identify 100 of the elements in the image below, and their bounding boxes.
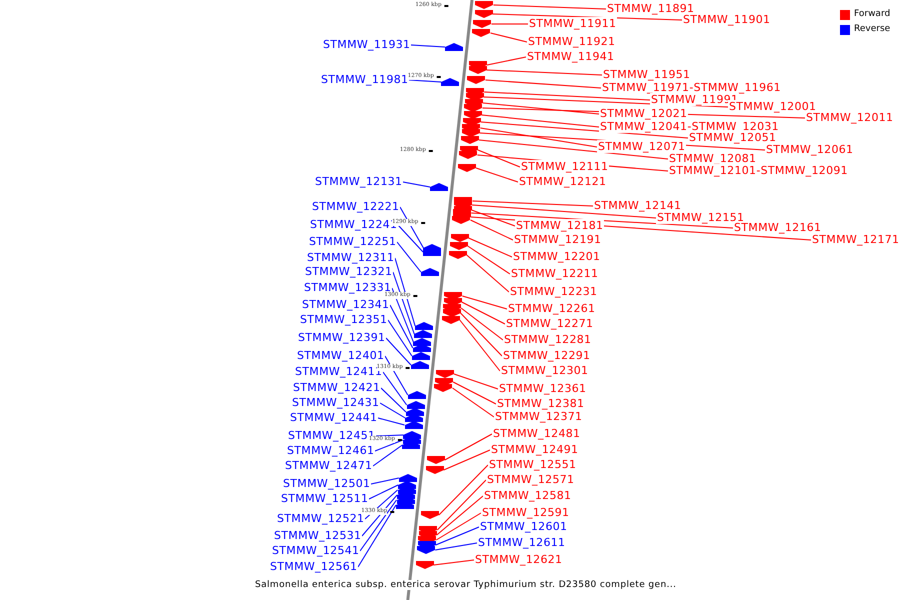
leader-line — [492, 14, 682, 20]
gene-label: STMMW_12551 — [488, 458, 578, 471]
leader-line — [472, 200, 594, 206]
leader-line — [410, 44, 446, 48]
leader-line — [435, 526, 480, 546]
leader-line — [461, 302, 506, 324]
leader-line — [400, 206, 424, 248]
gene-block — [450, 234, 469, 242]
gene-block — [474, 10, 492, 18]
gene-block — [396, 501, 414, 509]
gene-label: STMMW_12041-STMMW_12031 — [599, 120, 780, 133]
gene-label: STMMW_12511 — [280, 492, 370, 505]
gene-label: STMMW_12211 — [510, 267, 600, 280]
gene-label: STMMW_11981 — [320, 73, 410, 86]
gene-label: STMMW_11901 — [682, 13, 772, 26]
gene-label: STMMW_12611 — [477, 536, 566, 549]
gene-block — [475, 1, 494, 9]
gene-label: STMMW_12601 — [479, 520, 568, 533]
leader-line — [484, 80, 602, 88]
gene-label: STMMW_12141 — [593, 199, 682, 212]
gene-block — [444, 292, 462, 300]
gene-block — [412, 352, 430, 360]
leader-line — [459, 320, 500, 372]
leader-line — [467, 246, 510, 274]
leader-line — [460, 308, 504, 340]
leader-line — [434, 542, 478, 550]
gene-block — [416, 561, 434, 569]
gene-block — [472, 29, 490, 37]
leader-line — [388, 320, 412, 356]
gene-label: STMMW_12261 — [507, 302, 596, 315]
gene-block — [434, 384, 452, 392]
gene-label: STMMW_12581 — [483, 489, 572, 502]
gene-block — [441, 78, 460, 86]
leader-line — [378, 418, 406, 426]
gene-block — [415, 322, 434, 330]
gene-label: STMMW_11951 — [602, 68, 692, 81]
leader-line — [470, 220, 514, 240]
gene-label: STMMW_12351 — [299, 313, 388, 326]
gene-label: STMMW_12171 — [811, 233, 900, 246]
leader-line — [376, 434, 404, 436]
gene-block — [442, 316, 460, 324]
gene-block — [468, 66, 486, 74]
gene-block — [406, 408, 424, 416]
gene-label: STMMW_12181 — [515, 219, 604, 232]
gene-label: STMMW_12151 — [656, 211, 746, 224]
gene-label: STMMW_12561 — [269, 560, 358, 573]
gene-label: STMMW_12231 — [509, 285, 598, 298]
gene-block — [458, 164, 476, 172]
gene-label: STMMW_12491 — [490, 443, 580, 456]
gene-block — [466, 93, 484, 101]
leader-line — [396, 242, 422, 272]
gene-block — [426, 466, 444, 474]
leader-line — [384, 356, 408, 396]
gene-block — [412, 344, 431, 352]
gene-label: STMMW_12381 — [496, 397, 586, 410]
gene-block — [406, 401, 425, 409]
gene-label: STMMW_12291 — [502, 349, 592, 362]
gene-label: STMMW_12361 — [498, 382, 588, 395]
gene-block — [459, 151, 478, 159]
gene-label: STMMW_12371 — [494, 410, 584, 423]
gene-label: STMMW_12251 — [308, 235, 398, 248]
gene-block — [430, 183, 448, 191]
gene-label: STMMW_12051 — [688, 131, 778, 144]
leader-line — [392, 288, 414, 342]
leader-line — [386, 338, 412, 366]
gene-block — [442, 309, 460, 317]
leader-line — [482, 102, 600, 114]
gene-label: STMMW_12321 — [304, 265, 394, 278]
leader-line — [398, 224, 424, 252]
leader-line — [468, 238, 512, 258]
gene-label: STMMW_12471 — [284, 459, 374, 472]
leader-line — [478, 140, 668, 160]
gene-label: STMMW_11891 — [606, 2, 696, 15]
leader-line — [481, 114, 600, 128]
gene-label: STMMW_12101-STMMW_12091 — [668, 164, 849, 177]
gene-block — [444, 298, 462, 306]
leader-line — [380, 388, 406, 412]
gene-label: STMMW_12191 — [513, 233, 602, 246]
gene-label: STMMW_12591 — [481, 506, 570, 519]
gene-block — [413, 338, 432, 346]
caption: Salmonella enterica subsp. enterica serovar Typhimurium str. D23580 complete gen... — [255, 580, 676, 590]
gene-label: STMMW_12621 — [474, 553, 564, 566]
gene-block — [464, 104, 482, 112]
gene-label: STMMW_12341 — [301, 298, 390, 311]
leader-line — [443, 450, 490, 470]
gene-label: STMMW_12391 — [297, 331, 386, 344]
gene-label: STMMW_12021 — [599, 107, 688, 120]
leader-line — [402, 182, 430, 188]
leader-line — [360, 500, 397, 552]
gene-block — [462, 129, 480, 137]
gene-label: STMMW_11931 — [322, 38, 412, 51]
gene-label: STMMW_12421 — [292, 381, 382, 394]
leader-line — [394, 258, 416, 326]
leader-line — [476, 168, 518, 182]
gene-block — [467, 76, 486, 84]
gene-label: STMMW_12201 — [512, 250, 602, 263]
gene-block — [417, 546, 436, 554]
gene-block — [405, 414, 424, 422]
leader-line — [460, 312, 502, 356]
gene-label: STMMW_11921 — [527, 35, 616, 48]
